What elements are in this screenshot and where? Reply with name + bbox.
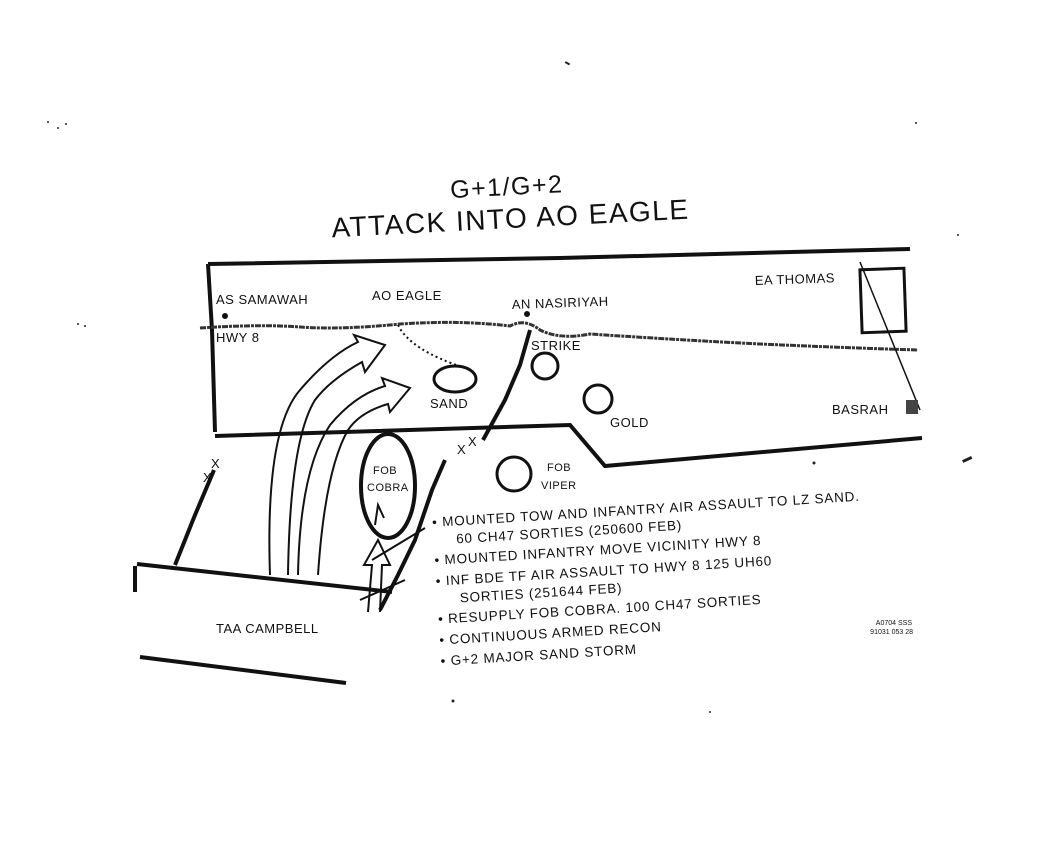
division-boundary — [173, 469, 216, 566]
fob-cobra — [359, 432, 417, 540]
label-taa-campbell: TAA CAMPBELL — [216, 621, 319, 636]
label-strike: STRIKE — [531, 338, 581, 353]
boundary-mark: X — [203, 470, 212, 485]
ao-eagle-boundary — [206, 247, 923, 469]
label-ea-thomas: EA THOMAS — [755, 270, 836, 288]
label-ao-eagle: AO EAGLE — [372, 288, 442, 303]
label-as-samawah: AS SAMAWAH — [216, 292, 308, 307]
label-basrah: BASRAH — [832, 402, 888, 417]
document-code-1: A0704 SSS — [876, 620, 913, 627]
title-line-1: G+1/G+2 — [449, 170, 564, 204]
title-block: G+1/G+2 ATTACK INTO AO EAGLE — [331, 170, 690, 244]
document-code-2: 91031 053 28 — [870, 629, 913, 636]
boundary-mark: X — [211, 456, 220, 471]
an-nasiriyah-dot — [524, 311, 530, 317]
ea-thomas-box — [858, 266, 908, 335]
highway-8-line — [199, 320, 919, 352]
label-fob-viper-1: FOB — [547, 462, 571, 474]
basrah-marker — [906, 400, 918, 414]
label-fob-cobra-2: COBRA — [367, 482, 409, 494]
label-an-nasiriyah: AN NASIRIYAH — [512, 294, 609, 312]
obj-gold — [582, 383, 614, 415]
corps-boundary-north — [481, 329, 532, 441]
label-fob-cobra-1: FOB — [373, 465, 397, 477]
label-fob-viper-2: VIPER — [541, 480, 577, 492]
boundary-mark: X — [457, 442, 466, 457]
scan-specks — [47, 61, 973, 713]
as-samawah-dot — [222, 313, 228, 319]
obj-strike — [530, 351, 560, 381]
operation-notes: • MOUNTED TOW AND INFANTRY AIR ASSAULT T… — [432, 489, 860, 669]
dotted-route — [397, 324, 466, 369]
fob-viper — [495, 455, 533, 493]
label-hwy-8: HWY 8 — [216, 330, 259, 345]
taa-campbell-area — [133, 562, 393, 685]
label-sand: SAND — [430, 396, 468, 411]
ea-thomas-line — [859, 261, 921, 411]
label-gold: GOLD — [610, 415, 649, 430]
lz-sand — [432, 364, 478, 394]
boundary-mark: X — [468, 434, 477, 449]
title-line-2: ATTACK INTO AO EAGLE — [331, 194, 690, 244]
